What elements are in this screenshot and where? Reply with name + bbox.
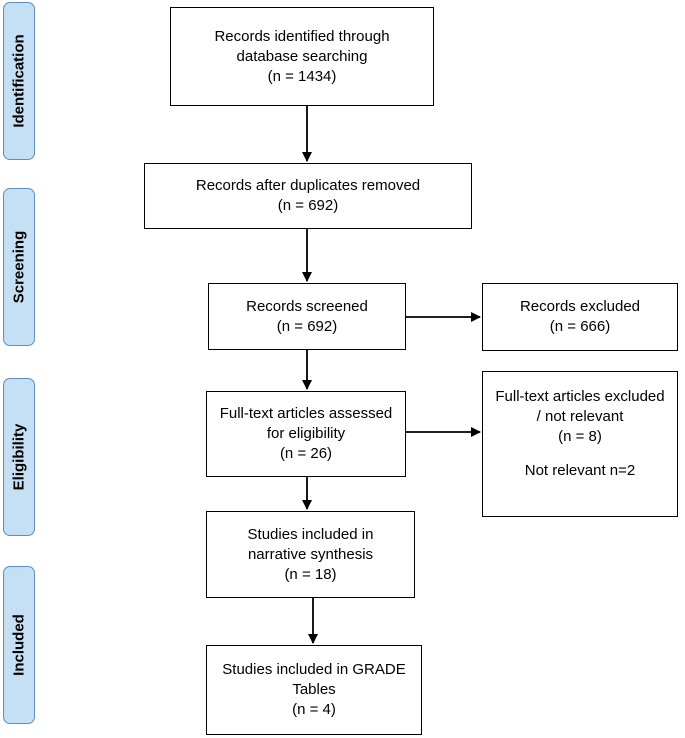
box-grade-tables-line-3: (n = 4)	[292, 701, 336, 718]
box-fulltext-excluded-line-3: (n = 8)	[558, 428, 602, 445]
box-records-screened-line-1: Records screened	[246, 297, 368, 315]
box-fulltext-excluded: Full-text articles excluded / not releva…	[482, 371, 678, 517]
box-grade-tables-line-1: Studies included in GRADE	[222, 661, 406, 678]
box-records-screened: Records screened (n = 692)	[208, 283, 406, 350]
box-fulltext-assessed-line-3: (n = 26)	[279, 445, 333, 462]
box-records-identified-line-1: Records identified through	[214, 27, 390, 45]
box-fulltext-assessed-line-2: for eligibility	[266, 425, 346, 442]
box-records-identified-line-2: database searching	[236, 47, 368, 65]
box-records-screened-line-2: (n = 692)	[276, 317, 338, 335]
stage-screening: Screening	[3, 188, 35, 346]
box-records-excluded: Records excluded (n = 666)	[482, 283, 678, 351]
stage-eligibility: Eligibility	[3, 378, 35, 536]
box-records-excluded-line-2: (n = 666)	[549, 318, 611, 335]
box-fulltext-excluded-note: Not relevant n=2	[524, 462, 636, 479]
stage-identification: Identification	[3, 2, 35, 160]
box-narrative-synthesis-line-3: (n = 18)	[284, 565, 337, 583]
box-records-identified: Records identified through database sear…	[170, 7, 434, 106]
box-records-excluded-line-1: Records excluded	[519, 298, 641, 315]
box-records-deduplicated: Records after duplicates removed (n = 69…	[144, 163, 472, 229]
box-fulltext-assessed-line-1: Full-text articles assessed	[219, 405, 393, 422]
box-fulltext-excluded-line-2: / not relevant	[536, 408, 624, 425]
box-records-deduplicated-line-2: (n = 692)	[277, 197, 339, 214]
stage-included: Included	[3, 566, 35, 724]
box-records-deduplicated-line-1: Records after duplicates removed	[195, 177, 421, 194]
box-narrative-synthesis: Studies included in narrative synthesis …	[206, 511, 415, 598]
box-grade-tables-line-2: Tables	[292, 681, 336, 698]
box-narrative-synthesis-line-1: Studies included in	[247, 525, 374, 543]
box-fulltext-assessed: Full-text articles assessed for eligibil…	[206, 391, 406, 477]
box-fulltext-excluded-line-1: Full-text articles excluded	[495, 388, 665, 405]
box-grade-tables: Studies included in GRADE Tables (n = 4)	[206, 645, 422, 735]
box-records-identified-line-3: (n = 1434)	[267, 67, 337, 85]
box-narrative-synthesis-line-2: narrative synthesis	[247, 545, 374, 563]
